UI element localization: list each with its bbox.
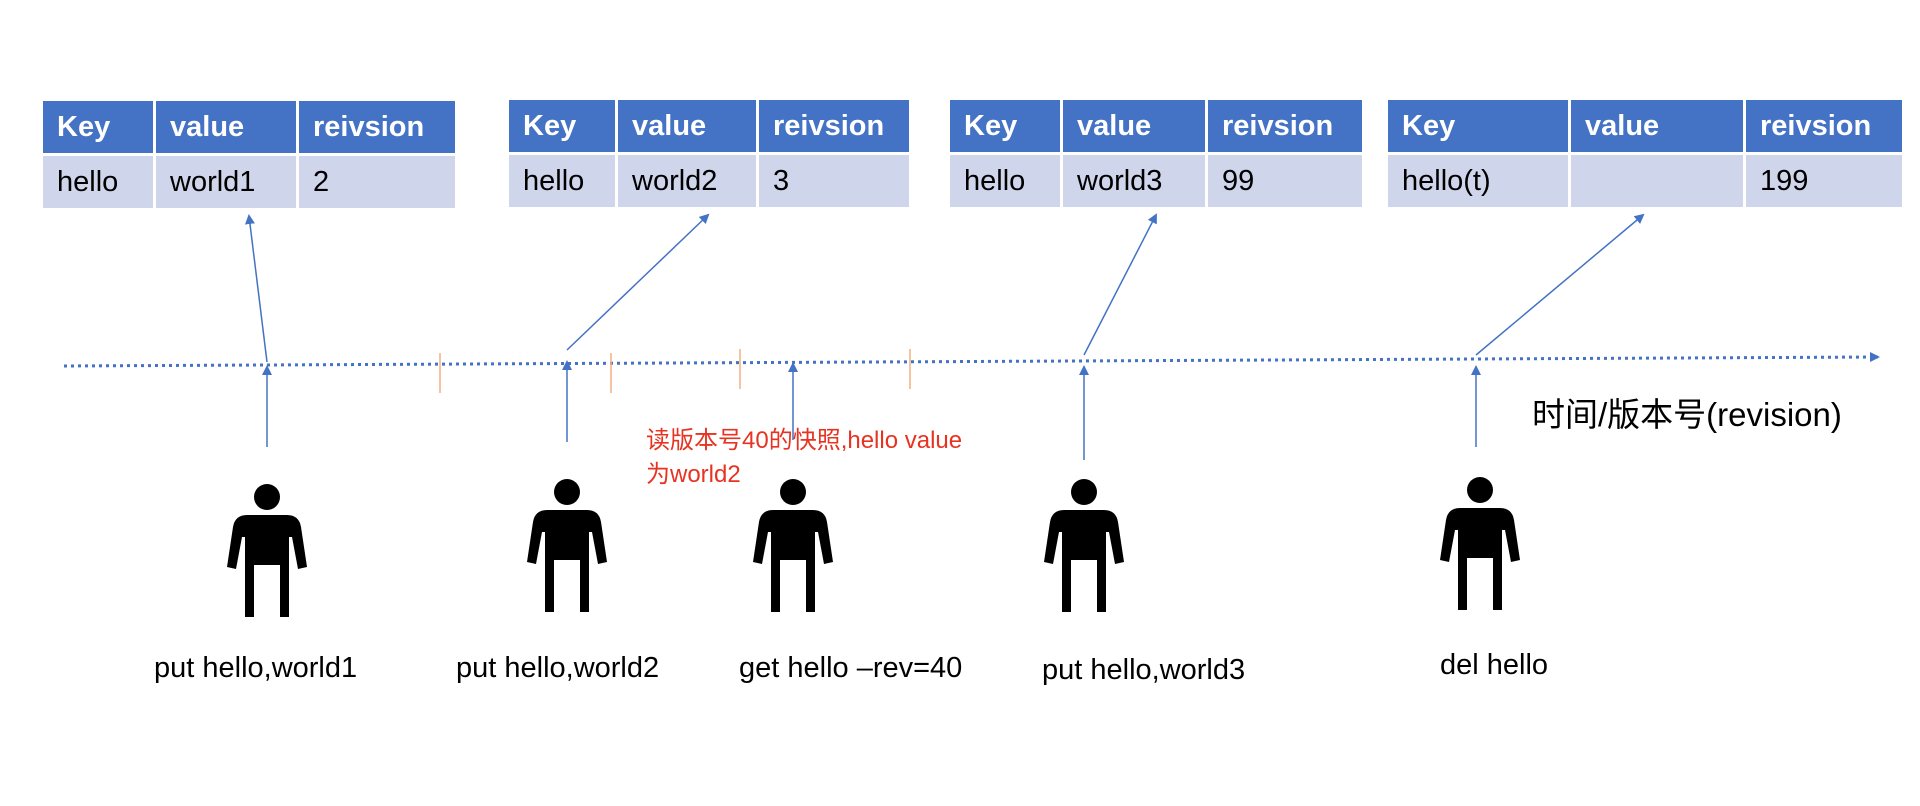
revision-table-4: Key value reivsion hello(t) 199 [1385,97,1905,210]
header-value: value [1571,100,1743,152]
table-row: hello world1 2 [43,156,455,208]
table-header-row: Key value reivsion [43,101,455,153]
header-value: value [618,100,756,152]
operation-label: del hello [1440,649,1549,681]
cell-value [1571,155,1743,207]
operation-label: get hello –rev=40 [739,652,963,684]
table-arrow [1475,213,1645,356]
table-header-row: Key value reivsion [950,100,1362,152]
snapshot-note-line2: 为world2 [646,461,741,488]
header-revision: reivsion [1208,100,1362,152]
table-row: hello world2 3 [509,155,909,207]
cell-key: hello(t) [1388,155,1568,207]
revision-table-2: Key value reivsion hello world2 3 [506,97,912,210]
table-arrow [566,213,710,351]
person-icon [1044,479,1124,612]
cell-revision: 3 [759,155,909,207]
table-arrow [1083,213,1157,356]
cell-key: hello [509,155,615,207]
header-value: value [156,101,296,153]
timeline-axis [63,352,1880,368]
revision-table-1: Key value reivsion hello world1 2 [40,98,458,211]
snapshot-note-line1: 读版本号40的快照,hello value [646,427,963,454]
cell-revision: 2 [299,156,455,208]
header-revision: reivsion [1746,100,1902,152]
cell-value: world3 [1063,155,1205,207]
table-row: hello world3 99 [950,155,1362,207]
person-icon [527,479,607,612]
table-arrow [245,214,268,363]
cell-revision: 99 [1208,155,1362,207]
cell-key: hello [950,155,1060,207]
person-icon [227,484,307,617]
axis-label: 时间/版本号(revision) [1532,396,1842,433]
person-icon [1440,477,1520,610]
person-icon [753,479,833,612]
cell-value: world2 [618,155,756,207]
cell-value: world1 [156,156,296,208]
header-value: value [1063,100,1205,152]
table-row: hello(t) 199 [1388,155,1902,207]
table-header-row: Key value reivsion [1388,100,1902,152]
cell-revision: 199 [1746,155,1902,207]
header-key: Key [950,100,1060,152]
header-key: Key [509,100,615,152]
operation-label: put hello,world2 [456,652,660,684]
header-revision: reivsion [759,100,909,152]
operation-label: put hello,world3 [1042,654,1246,686]
revision-table-3: Key value reivsion hello world3 99 [947,97,1365,210]
cell-key: hello [43,156,153,208]
header-key: Key [1388,100,1568,152]
table-header-row: Key value reivsion [509,100,909,152]
operation-label: put hello,world1 [154,652,358,684]
header-revision: reivsion [299,101,455,153]
snapshot-note: 读版本号40的快照,hello value 为world2 [646,424,962,492]
header-key: Key [43,101,153,153]
